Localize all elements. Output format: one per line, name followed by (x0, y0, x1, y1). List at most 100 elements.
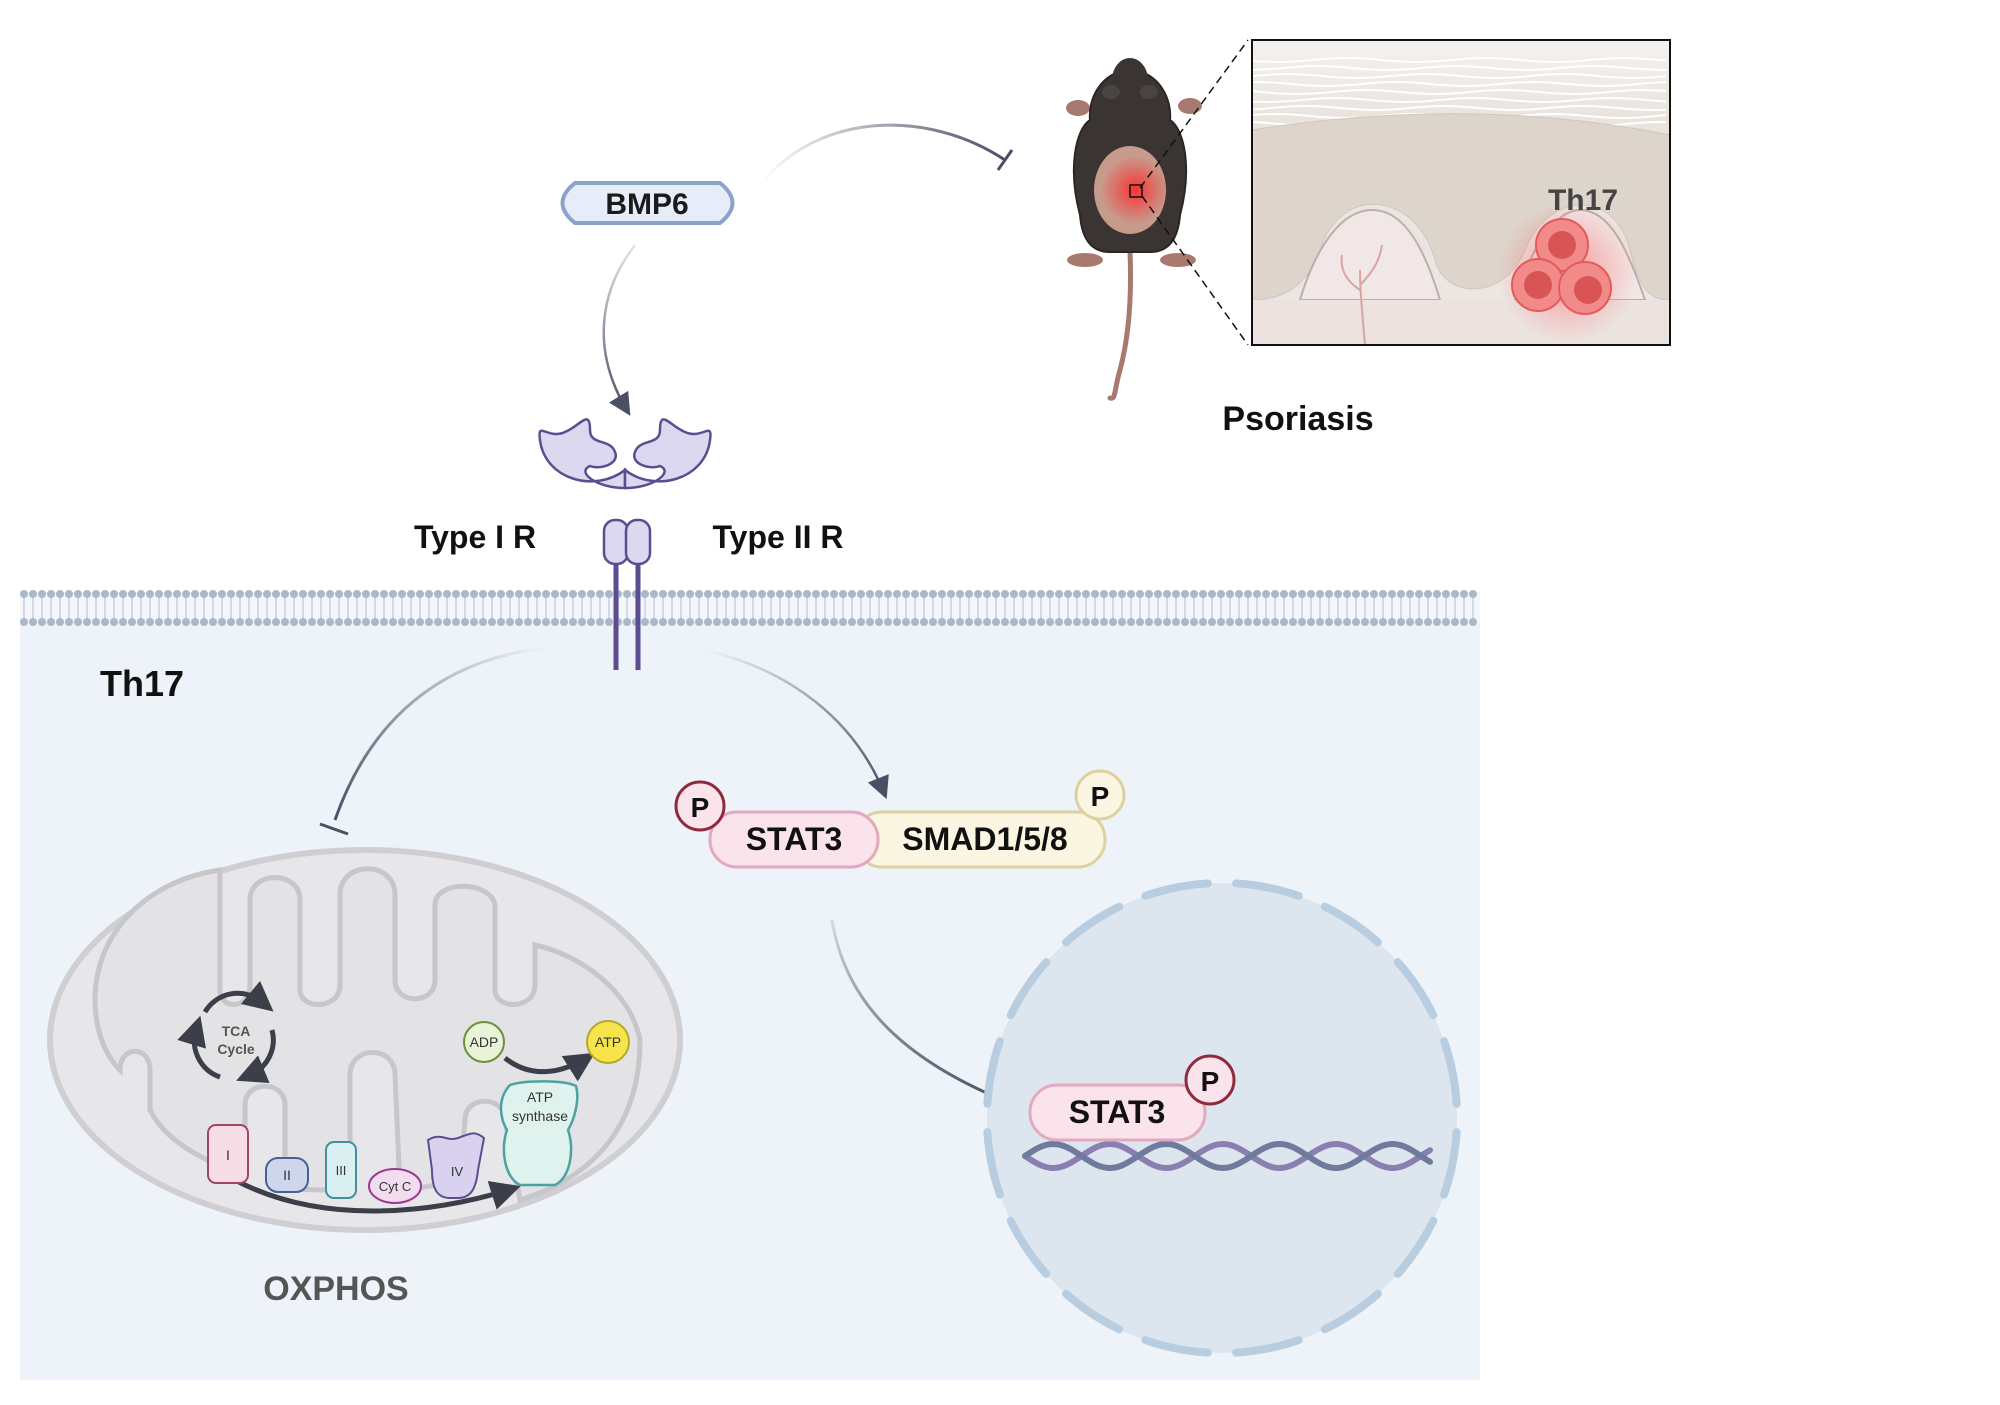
lipid-head-inner (1001, 618, 1009, 626)
lipid-head-outer (533, 590, 541, 598)
mouse-head (1112, 58, 1148, 102)
lipid-head-outer (1118, 590, 1126, 598)
lipid-head-inner (29, 618, 37, 626)
lipid-head-outer (1370, 590, 1378, 598)
lipid-head-outer (1253, 590, 1261, 598)
inset-frame (1251, 39, 1671, 346)
lipid-head-inner (272, 618, 280, 626)
lipid-head-inner (20, 618, 28, 626)
lipid-head-outer (875, 590, 883, 598)
stratum-corneum-layer (1251, 56, 1667, 63)
lipid-head-inner (245, 618, 253, 626)
lipid-head-outer (722, 590, 730, 598)
lipid-head-inner (650, 618, 658, 626)
mouse-hind-foot-right (1160, 253, 1196, 267)
mouse-lesion-glow (1101, 156, 1169, 224)
lipid-head-inner (479, 618, 487, 626)
lipid-head-inner (1343, 618, 1351, 626)
lipid-head-inner (740, 618, 748, 626)
lipid-head-inner (731, 618, 739, 626)
lipid-head-inner (308, 618, 316, 626)
electron-transport-arrow (233, 1177, 521, 1214)
lipid-head-outer (488, 590, 496, 598)
lipid-head-inner (407, 618, 415, 626)
oxphos-label: OXPHOS (263, 1270, 408, 1308)
inhibit-bar-oxphos (319, 822, 349, 836)
lipid-head-inner (326, 618, 334, 626)
lipid-head-outer (299, 590, 307, 598)
bmp6-to-receptor-edge (602, 244, 636, 416)
lipid-head-outer (731, 590, 739, 598)
lipid-head-inner (803, 618, 811, 626)
lipid-head-inner (911, 618, 919, 626)
nuclear-stat3-pill (1028, 1083, 1207, 1142)
lipid-head-inner (1370, 618, 1378, 626)
lipid-head-outer (704, 590, 712, 598)
lipid-head-inner (1136, 618, 1144, 626)
lipid-head-inner (1280, 618, 1288, 626)
lipid-head-outer (1343, 590, 1351, 598)
lipid-head-outer (1379, 590, 1387, 598)
zoom-line-top (1139, 39, 1249, 189)
lipid-head-outer (830, 590, 838, 598)
lipid-head-outer (659, 590, 667, 598)
psoriasis-mouse (1066, 58, 1202, 401)
lipid-head-inner (722, 618, 730, 626)
lipid-head-outer (1154, 590, 1162, 598)
lipid-head-inner (1064, 618, 1072, 626)
lipid-head-inner (1100, 618, 1108, 626)
lipid-head-outer (92, 590, 100, 598)
lipid-head-inner (1352, 618, 1360, 626)
lipid-head-outer (1424, 590, 1432, 598)
lipid-head-outer (1208, 590, 1216, 598)
lipid-head-inner (65, 618, 73, 626)
lipid-head-outer (1136, 590, 1144, 598)
lipid-head-outer (974, 590, 982, 598)
lipid-head-inner (38, 618, 46, 626)
lipid-head-outer (326, 590, 334, 598)
lipid-head-inner (1217, 618, 1225, 626)
nucleus-interior (987, 883, 1457, 1353)
nuclear-envelope (983, 879, 1461, 1357)
lipid-head-outer (1397, 590, 1405, 598)
lipid-head-inner (1037, 618, 1045, 626)
lipid-head-outer (947, 590, 955, 598)
lipid-head-outer (1001, 590, 1009, 598)
lipid-head-inner (353, 618, 361, 626)
stat3-label: STAT3 (746, 821, 843, 857)
lipid-head-outer (1172, 590, 1180, 598)
lipid-head-inner (1073, 618, 1081, 626)
zoom-line-bottom (1141, 195, 1249, 346)
etc-complex-iii: III (325, 1141, 357, 1199)
lipid-head-inner (380, 618, 388, 626)
type1-receptor-head (538, 418, 627, 490)
lipid-head-outer (1073, 590, 1081, 598)
tca-label-line2: Cycle (217, 1041, 255, 1057)
lipid-head-inner (1199, 618, 1207, 626)
lipid-head-outer (596, 590, 604, 598)
adp-label: ADP (470, 1034, 499, 1050)
lipid-head-inner (1289, 618, 1297, 626)
lipid-head-outer (587, 590, 595, 598)
nuclear-envelope-segment (1320, 902, 1382, 947)
svg-text:III: III (336, 1163, 347, 1178)
lipid-head-outer (506, 590, 514, 598)
lipid-head-outer (20, 590, 28, 598)
cell-membrane (20, 590, 1480, 626)
tca-cycle: TCA Cycle (177, 980, 276, 1084)
svg-text:IV: IV (451, 1164, 464, 1179)
stat3-smad-complex: STAT3 SMAD1/5/8 P P (674, 769, 1126, 869)
dna-strand (1022, 1140, 1433, 1172)
nuclear-stat3-label: STAT3 (1069, 1094, 1166, 1130)
lipid-head-inner (1226, 618, 1234, 626)
lipid-head-inner (1190, 618, 1198, 626)
lipid-head-outer (155, 590, 163, 598)
receptor-to-smad-edge (704, 648, 889, 800)
lipid-head-outer (254, 590, 262, 598)
lipid-head-inner (551, 618, 559, 626)
lipid-head-outer (1226, 590, 1234, 598)
lipid-head-inner (1460, 618, 1468, 626)
lipid-head-outer (866, 590, 874, 598)
lipid-head-inner (1208, 618, 1216, 626)
lipid-head-outer (1109, 590, 1117, 598)
